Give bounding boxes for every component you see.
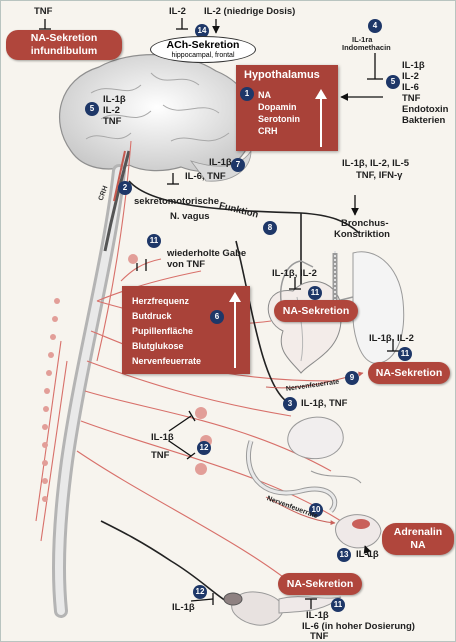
badge-11-spleen: 11	[331, 598, 345, 612]
badge-11-tnf: 11	[147, 234, 161, 248]
pill-line1: NA-Sekretion	[6, 32, 122, 45]
hyp-item: Dopamin	[258, 101, 300, 113]
up-arrow-icon	[314, 89, 328, 147]
input-item: Bakterien	[402, 116, 448, 127]
badge-5-brain: 5	[85, 102, 99, 116]
hypothalamus-title: Hypothalamus	[236, 65, 338, 82]
heart-na-secretion-pill: NA-Sekretion	[274, 300, 358, 322]
pill-line2: infundibulum	[6, 45, 122, 58]
hyp-item: CRH	[258, 125, 300, 137]
von-tnf-label: von TNF	[167, 260, 205, 271]
up-arrow-icon	[228, 292, 242, 368]
badge-6: 6	[210, 310, 224, 324]
badge-1: 1	[240, 87, 254, 101]
n-vagus-label: N. vagus	[170, 212, 210, 223]
ach-subtitle: hippocampal, frontal	[151, 52, 255, 60]
effect-item: Herzfrequenz	[132, 294, 201, 309]
spleen-input-3: TNF	[310, 632, 328, 642]
spleen-na-secretion-pill: NA-Sekretion	[278, 573, 362, 595]
indomethacin-label: Indomethacin	[342, 44, 391, 53]
adrenal-il1b-label: IL-1β	[356, 550, 379, 561]
effect-item: Pupillenfläche	[132, 324, 201, 339]
badge-4: 4	[368, 19, 382, 33]
badge-12-spleen: 12	[193, 585, 207, 599]
effect-item: Blutglukose	[132, 339, 201, 354]
bronchus-title-2: Konstriktion	[334, 230, 390, 241]
ach-il2-low-label: IL-2 (niedrige Dosis)	[204, 7, 295, 18]
badge-5-right: 5	[386, 75, 400, 89]
gut-illustration	[248, 417, 361, 511]
badge-7: 7	[231, 158, 245, 172]
il1b-label-7: IL-1β	[209, 158, 232, 169]
tnf-label-12: TNF	[151, 451, 169, 462]
badge-11-heart: 11	[308, 286, 322, 300]
effects-list: Herzfrequenz Butdruck Pupillenfläche Blu…	[132, 294, 201, 369]
badge-2: 2	[118, 181, 132, 195]
brain-cytokines: IL-1β IL-2 TNF	[103, 95, 126, 128]
spleen-il1b-label: IL-1β	[172, 603, 195, 614]
ach-secretion-oval: ACh-Sekretion hippocampal, frontal	[150, 36, 256, 63]
hyp-item: Serotonin	[258, 113, 300, 125]
adrenalin-label: Adrenalin	[382, 526, 454, 539]
tnf-label-top: TNF	[34, 7, 52, 18]
hypothalamus-inputs: IL-1β IL-2 IL-6 TNF Endotoxin Bakterien	[402, 61, 448, 127]
hyp-item: NA	[258, 89, 300, 101]
badge-13: 13	[337, 548, 351, 562]
ach-il2-label: IL-2	[169, 7, 186, 18]
spinal-cord	[59, 151, 129, 611]
adrenal-illustration	[336, 515, 381, 548]
na-label: NA	[382, 539, 454, 552]
badge-12: 12	[197, 441, 211, 455]
lung-na-secretion-pill: NA-Sekretion	[368, 362, 450, 384]
hypothalamus-box: Hypothalamus 1 NA Dopamin Serotonin CRH	[236, 65, 338, 151]
il6-tnf-label-7: IL-6, TNF	[185, 172, 226, 183]
badge-3: 3	[283, 397, 297, 411]
sekretomotorische-label: sekretomotorische	[134, 197, 219, 208]
lung-inhibitor-label: IL-1β, IL-2	[369, 334, 414, 345]
adrenalin-na-pill: Adrenalin NA	[382, 523, 454, 555]
effects-box: Herzfrequenz Butdruck Pupillenfläche Blu…	[122, 286, 250, 374]
bronchus-cytokines-2: TNF, IFN-γ	[356, 171, 402, 182]
effect-item: Nervenfeuerrate	[132, 354, 201, 369]
badge-11-lung: 11	[398, 347, 412, 361]
na-secretion-infundibulum-pill: NA-Sekretion infundibulum	[6, 30, 122, 60]
input-item: Endotoxin	[402, 105, 448, 116]
badge-8: 8	[263, 221, 277, 235]
il1b-tnf-label-3: IL-1β, TNF	[301, 399, 347, 410]
badge-9: 9	[345, 371, 359, 385]
il1b-label-12: IL-1β	[151, 433, 174, 444]
hypothalamus-list: NA Dopamin Serotonin CRH	[258, 89, 300, 137]
vagus-nerve	[101, 181, 359, 601]
effect-item: Butdruck	[132, 309, 201, 324]
ach-title: ACh-Sekretion	[151, 39, 255, 52]
heart-inhibitor-label: IL-1β, IL-2	[272, 269, 317, 280]
brain-item: TNF	[103, 117, 126, 128]
bronchus-cytokines-1: IL-1β, IL-2, IL-5	[342, 159, 409, 170]
